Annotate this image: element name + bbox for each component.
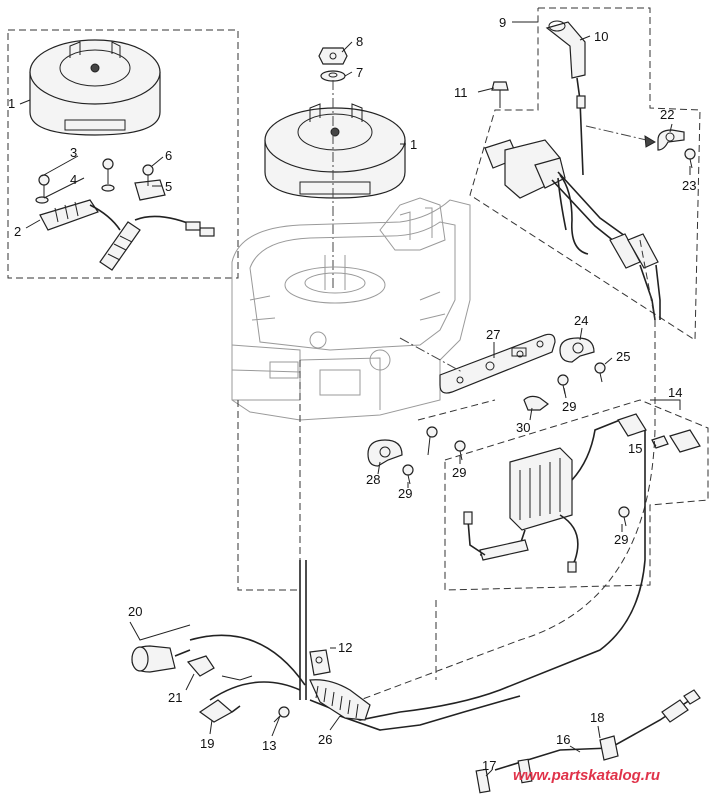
callout-5: 5 xyxy=(165,179,172,194)
callout-19: 19 xyxy=(200,736,214,751)
screw-inset-2 xyxy=(102,158,114,184)
screw-29-clamp xyxy=(402,464,414,485)
callout-25: 25 xyxy=(616,349,630,364)
plate-27 xyxy=(439,333,556,394)
callout-15: 15 xyxy=(628,441,642,456)
washer-7 xyxy=(320,70,346,82)
clamp-12 xyxy=(309,649,331,676)
wiring-harness-26 xyxy=(189,430,646,731)
flywheel-main xyxy=(264,103,406,199)
inset-box-coil xyxy=(469,7,701,341)
callout-14: 14 xyxy=(668,385,682,400)
screw-29-rectifier xyxy=(618,506,630,527)
callout-23: 23 xyxy=(682,178,696,193)
callout-labels: 1 1 2 3 4 5 6 7 8 9 10 11 12 13 14 15 16… xyxy=(8,15,696,773)
screw-6 xyxy=(142,164,154,186)
callout-12: 12 xyxy=(338,640,352,655)
screw-25 xyxy=(594,362,606,383)
inset-box-rectifier xyxy=(444,399,709,591)
screw-23 xyxy=(684,148,696,169)
watermark: www.partskatalog.ru xyxy=(513,767,660,784)
nut-8 xyxy=(318,47,348,65)
callout-13: 13 xyxy=(262,738,276,753)
connector-arrow xyxy=(585,125,656,143)
screw-13 xyxy=(273,706,290,723)
clip-21 xyxy=(186,655,253,681)
callout-29-terminal: 29 xyxy=(452,465,466,480)
callout-11: 11 xyxy=(454,85,468,100)
clamp-22 xyxy=(657,129,685,151)
flywheel-inset xyxy=(29,39,161,136)
callout-6: 6 xyxy=(165,148,172,163)
callout-8: 8 xyxy=(356,34,363,49)
high-tension-lead xyxy=(576,77,584,176)
callout-10: 10 xyxy=(594,29,608,44)
coil-connectors xyxy=(609,233,661,321)
callout-2: 2 xyxy=(14,224,21,239)
callout-1-main: 1 xyxy=(410,137,417,152)
ignition-coil-inset xyxy=(39,179,215,271)
callout-30: 30 xyxy=(516,420,530,435)
washer-4 xyxy=(35,184,115,204)
spark-plug-cap-10 xyxy=(545,20,586,79)
callout-29-rectifier: 29 xyxy=(614,532,628,547)
leader-lines xyxy=(19,21,691,777)
bolt-11 xyxy=(491,81,509,108)
clamp-28 xyxy=(367,439,403,467)
clamp-24 xyxy=(559,337,595,363)
screw-29-plate xyxy=(557,374,569,395)
screw-3 xyxy=(38,174,50,198)
callout-24: 24 xyxy=(574,313,588,328)
callout-29-plate: 29 xyxy=(562,399,576,414)
callout-18: 18 xyxy=(590,710,604,725)
connector-15 xyxy=(651,429,701,453)
callout-16: 16 xyxy=(556,732,570,747)
ignition-coil-9 xyxy=(484,139,626,255)
callout-9: 9 xyxy=(499,15,506,30)
grommet-19 xyxy=(198,699,241,723)
callout-22: 22 xyxy=(660,107,674,122)
inset-box-left xyxy=(7,29,239,279)
lead-18 xyxy=(494,689,701,771)
stop-switch-20 xyxy=(131,645,191,673)
callout-7: 7 xyxy=(356,65,363,80)
callout-20: 20 xyxy=(128,604,142,619)
rectifier-14 xyxy=(463,413,647,573)
callout-28: 28 xyxy=(366,472,380,487)
clip-30 xyxy=(523,395,549,411)
callout-3: 3 xyxy=(70,145,77,160)
callout-27: 27 xyxy=(486,327,500,342)
callout-4: 4 xyxy=(70,172,77,187)
engine-block-outline xyxy=(231,197,471,421)
callout-21: 21 xyxy=(168,690,182,705)
callout-17: 17 xyxy=(482,758,496,773)
ring-terminal xyxy=(426,426,438,456)
callout-29-clamp: 29 xyxy=(398,486,412,501)
callout-1-inset: 1 xyxy=(8,96,15,111)
callout-26: 26 xyxy=(318,732,332,747)
